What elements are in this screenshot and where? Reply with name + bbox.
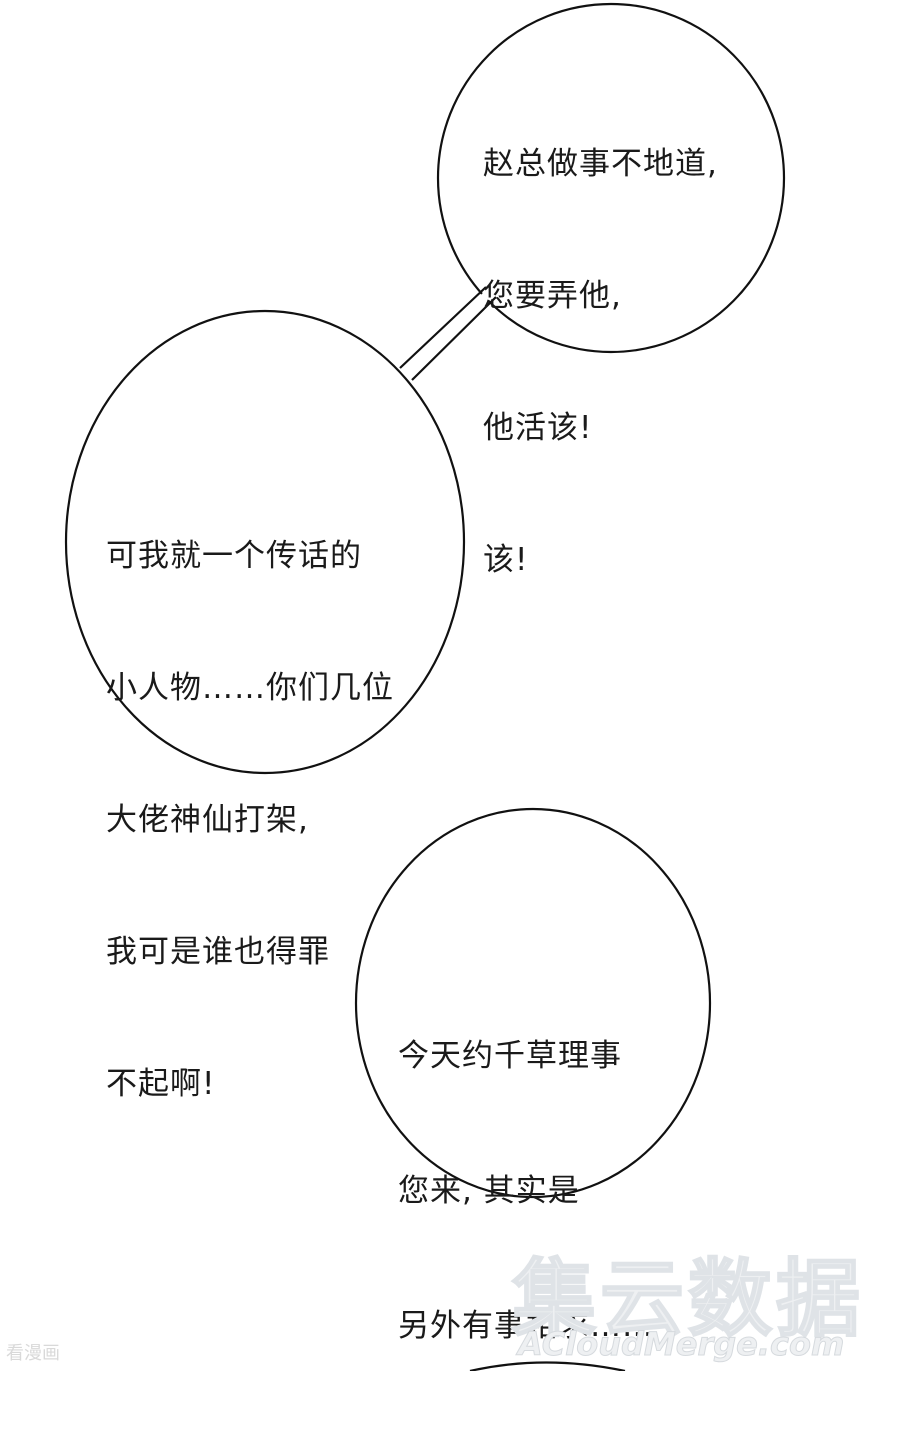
speech-bubble-3 xyxy=(354,807,712,1199)
bubble-line: 您要弄他, xyxy=(483,278,622,314)
speech-bubble-1 xyxy=(436,2,786,354)
watermark-corner: 看漫画 xyxy=(6,1343,60,1364)
bubble-line: 您来, 其实是 xyxy=(398,1173,580,1209)
speech-bubble-partial xyxy=(469,1361,626,1371)
bubble-line: 小人物……你们几位 xyxy=(106,670,394,706)
bubble-connector xyxy=(399,286,497,381)
watermark-url: ACloudMerge.com xyxy=(517,1325,845,1364)
bubble-line: 他活该! xyxy=(483,410,593,446)
bubble-line: 另外有事相求…… xyxy=(398,1308,654,1344)
speech-bubble-2-text: 可我就一个传话的 小人物……你们几位 大佬神仙打架, 我可是谁也得罪 不起啊! xyxy=(106,446,394,1194)
speech-bubble-shapes xyxy=(64,2,786,1371)
bubble-line: 赵总做事不地道, xyxy=(483,146,718,182)
bubble-line: 我可是谁也得罪 xyxy=(106,934,330,970)
watermark-logo: 集云数据 xyxy=(511,1249,865,1349)
speech-bubble-1-text: 赵总做事不地道, 您要弄他, 他活该! 该! xyxy=(483,54,718,670)
bubble-line: 今天约千草理事 xyxy=(398,1038,622,1074)
bubble-line: 大佬神仙打架, xyxy=(106,802,309,838)
bubble-line: 不起啊! xyxy=(106,1066,216,1102)
speech-bubble-3-text: 今天约千草理事 您来, 其实是 另外有事相求…… xyxy=(398,944,654,1439)
bubble-line: 可我就一个传话的 xyxy=(106,538,362,574)
bubble-line: 该! xyxy=(483,542,529,578)
speech-bubble-2 xyxy=(64,309,466,775)
comic-page: 赵总做事不地道, 您要弄他, 他活该! 该! 可我就一个传话的 小人物……你们几… xyxy=(6,2,865,1371)
